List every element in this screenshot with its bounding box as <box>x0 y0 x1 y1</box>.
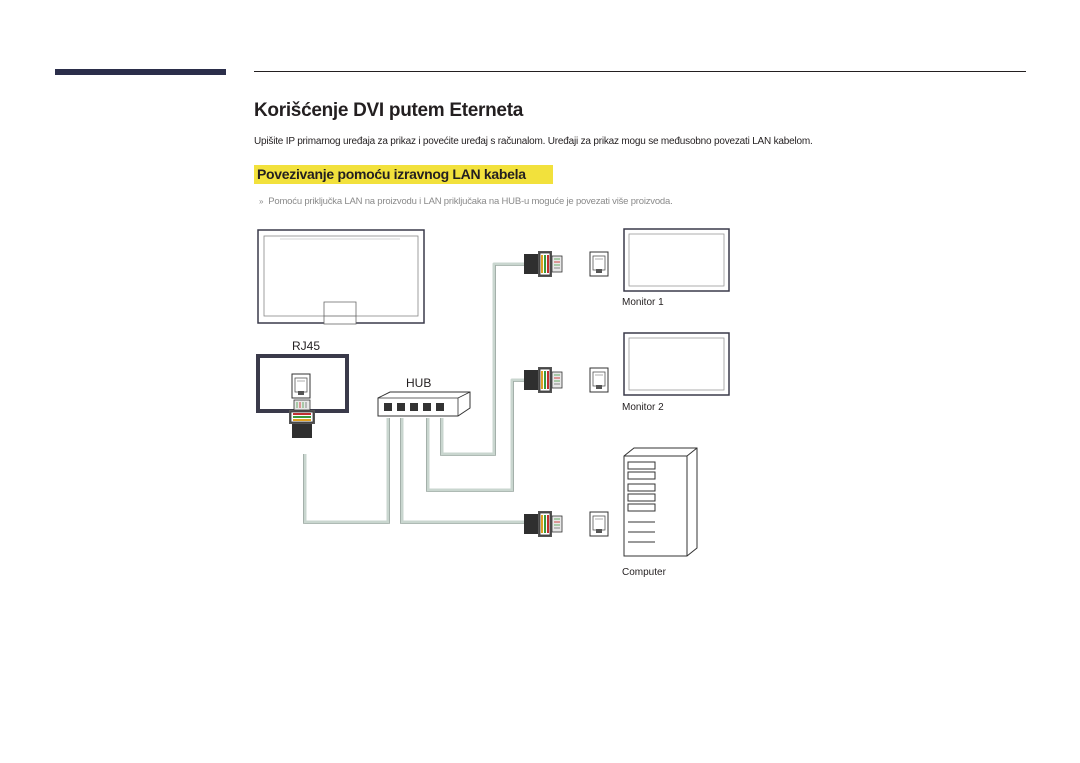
page-title: Korišćenje DVI putem Eterneta <box>254 100 523 121</box>
note-line: » Pomoću priključka LAN na proizvodu i LA… <box>259 196 673 207</box>
network-hub <box>377 391 471 417</box>
cable-lines <box>303 262 524 524</box>
computer-tower <box>623 447 698 557</box>
section-heading: Povezivanje pomoću izravnog LAN kabela <box>254 165 553 184</box>
monitor2-label: Monitor 2 <box>622 402 664 413</box>
intro-paragraph: Upišite IP primarnog uređaja za prikaz i… <box>254 136 813 147</box>
hub-label: HUB <box>406 376 431 390</box>
product-back-panel <box>257 229 425 325</box>
note-text: Pomoću priključka LAN na proizvodu i LAN… <box>268 196 673 207</box>
monitor-1 <box>623 228 730 292</box>
connection-diagram: RJ45 HUB Monitor 1 Monitor 2 <box>256 228 730 578</box>
monitor-2 <box>623 332 730 396</box>
monitor2-lan-plug <box>523 366 563 394</box>
header-rule <box>254 71 1026 72</box>
monitor1-label: Monitor 1 <box>622 297 664 308</box>
note-arrow-icon: » <box>259 197 264 206</box>
computer-label: Computer <box>622 567 667 578</box>
rj45-label: RJ45 <box>292 339 320 353</box>
monitor1-lan-plug <box>523 250 563 278</box>
monitor2-lan-jack <box>589 367 609 393</box>
computer-lan-plug <box>523 510 563 538</box>
chapter-accent-bar <box>55 69 226 75</box>
computer-lan-jack <box>589 511 609 537</box>
monitor1-lan-jack <box>589 251 609 277</box>
